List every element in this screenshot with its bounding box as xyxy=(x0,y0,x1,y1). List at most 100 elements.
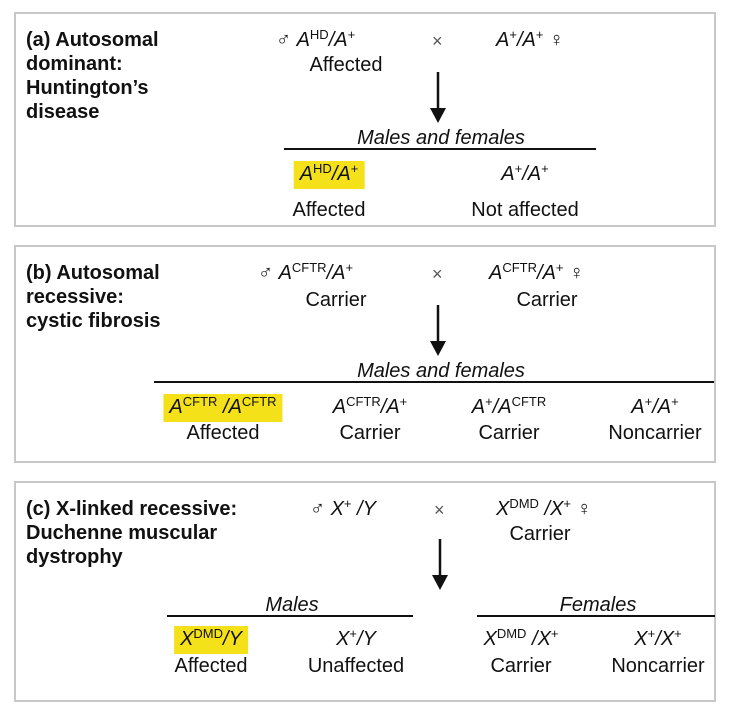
offspring-genotype: XDMD/Y xyxy=(174,626,248,654)
allele-separator: / xyxy=(655,628,661,650)
allele-base: A xyxy=(501,163,515,185)
allele-base: A xyxy=(471,396,486,418)
highlighted-genotype: XDMD/Y xyxy=(174,626,248,654)
offspring-genotype: XDMD /X+ xyxy=(483,627,558,651)
allele-base: Y xyxy=(362,498,376,520)
allele-superscript: CFTR xyxy=(511,394,547,409)
allele-superscript: HD xyxy=(313,161,332,176)
mother-genotype: XDMD /X+ xyxy=(496,496,571,520)
offspring-genotype: X+/X+ xyxy=(634,627,681,651)
allele-base: X xyxy=(660,628,675,650)
allele-base: A xyxy=(169,396,183,418)
allele-superscript: CFTR xyxy=(241,394,277,409)
allele-base: A xyxy=(498,396,512,418)
allele-base: Y xyxy=(228,628,242,650)
title-line: recessive: xyxy=(26,286,124,308)
allele-separator: / xyxy=(652,396,658,418)
father-row: ♂ AHD/A+ xyxy=(276,28,355,52)
father-genotype: ACFTR/A+ xyxy=(278,261,354,284)
allele-superscript: + xyxy=(550,626,559,641)
allele-base: A xyxy=(489,262,503,284)
allele-base: A xyxy=(332,262,346,284)
father-genotype: AHD/A+ xyxy=(297,27,356,51)
allele-superscript: + xyxy=(347,27,356,42)
offspring-header: Males and females xyxy=(357,127,525,149)
allele-superscript: + xyxy=(343,496,352,511)
title-line: Duchenne muscular xyxy=(26,522,218,544)
offspring-genotype: A+/ACFTR xyxy=(472,395,547,419)
allele-separator: / xyxy=(357,628,363,650)
females-divider xyxy=(477,615,715,617)
offspring-status: Carrier xyxy=(478,422,540,444)
allele-base: A xyxy=(337,163,351,185)
title-line: (c) X-linked recessive: xyxy=(26,498,238,520)
male-symbol-icon: ♂ xyxy=(310,498,325,520)
allele-superscript: CFTR xyxy=(502,260,538,275)
title-line: (b) Autosomal xyxy=(26,262,160,284)
offspring-status: Affected xyxy=(174,655,248,677)
allele-base: A xyxy=(496,29,510,51)
allele-base: X xyxy=(483,628,497,650)
allele-separator: / xyxy=(331,163,338,185)
allele-base: A xyxy=(299,163,314,185)
allele-base: A xyxy=(522,29,536,51)
title-line: dominant: xyxy=(26,53,123,75)
allele-base: A xyxy=(542,262,556,284)
mother-status: Carrier xyxy=(516,289,578,311)
allele-separator: / xyxy=(526,628,538,650)
down-arrow-icon xyxy=(430,72,446,123)
allele-base: X xyxy=(336,628,350,650)
father-status: Carrier xyxy=(305,289,367,311)
females-header: Females xyxy=(559,594,637,616)
offspring-status: Unaffected xyxy=(307,655,405,677)
title-line: (a) Autosomal xyxy=(26,29,159,51)
title-line: Huntington’s xyxy=(26,77,149,99)
allele-superscript: + xyxy=(674,626,682,641)
male-symbol-icon: ♂ xyxy=(276,29,291,51)
panel-b-title: (b) Autosomal recessive: cystic fibrosis xyxy=(26,261,296,333)
allele-superscript: DMD xyxy=(509,496,539,511)
offspring-genotype: AHD/A+ xyxy=(293,161,365,189)
allele-separator: / xyxy=(516,29,523,51)
allele-separator: / xyxy=(223,628,229,650)
panel-a-title: (a) Autosomal dominant: Huntington’s dis… xyxy=(26,28,296,124)
allele-base: A xyxy=(228,396,242,418)
offspring-status: Not affected xyxy=(471,199,579,221)
genotype: A+/A+ xyxy=(631,394,678,418)
offspring-status: Carrier xyxy=(490,655,552,677)
mother-row: A+/A+ ♀ xyxy=(496,28,564,52)
allele-base: A xyxy=(527,163,542,185)
allele-superscript: + xyxy=(541,161,549,176)
allele-superscript: + xyxy=(514,161,523,176)
allele-base: A xyxy=(332,396,347,418)
allele-superscript: + xyxy=(555,260,564,275)
allele-separator: / xyxy=(522,163,528,185)
males-header: Males xyxy=(265,594,319,616)
allele-superscript: + xyxy=(350,161,359,176)
mother-status: Carrier xyxy=(509,523,571,545)
offspring-genotype: A+/A+ xyxy=(501,162,548,186)
allele-separator: / xyxy=(328,29,335,51)
panel-autosomal-recessive: (b) Autosomal recessive: cystic fibrosis… xyxy=(14,245,716,463)
title-line: dystrophy xyxy=(26,546,123,568)
male-symbol-icon: ♂ xyxy=(258,262,273,284)
offspring-header: Males and females xyxy=(357,360,525,382)
mother-row: ACFTR/A+ ♀ xyxy=(489,261,584,285)
panel-autosomal-dominant: (a) Autosomal dominant: Huntington’s dis… xyxy=(14,12,716,227)
allele-separator: / xyxy=(380,396,387,418)
genotype: X+/X+ xyxy=(634,626,682,650)
allele-superscript: + xyxy=(535,27,544,42)
mother-genotype: A+/A+ xyxy=(496,27,544,51)
allele-base: A xyxy=(278,262,292,284)
allele-base: A xyxy=(631,396,645,418)
allele-superscript: CFTR xyxy=(182,394,218,409)
offspring-divider xyxy=(284,148,596,150)
offspring-status: Affected xyxy=(292,199,366,221)
father-genotype: X+ /Y xyxy=(331,496,376,520)
father-status: Affected xyxy=(309,54,383,76)
offspring-genotype: ACFTR/A+ xyxy=(333,395,408,419)
genotype: A+/ACFTR xyxy=(471,394,547,418)
offspring-status: Carrier xyxy=(339,422,401,444)
allele-superscript: + xyxy=(644,394,653,409)
allele-separator: / xyxy=(537,262,543,284)
